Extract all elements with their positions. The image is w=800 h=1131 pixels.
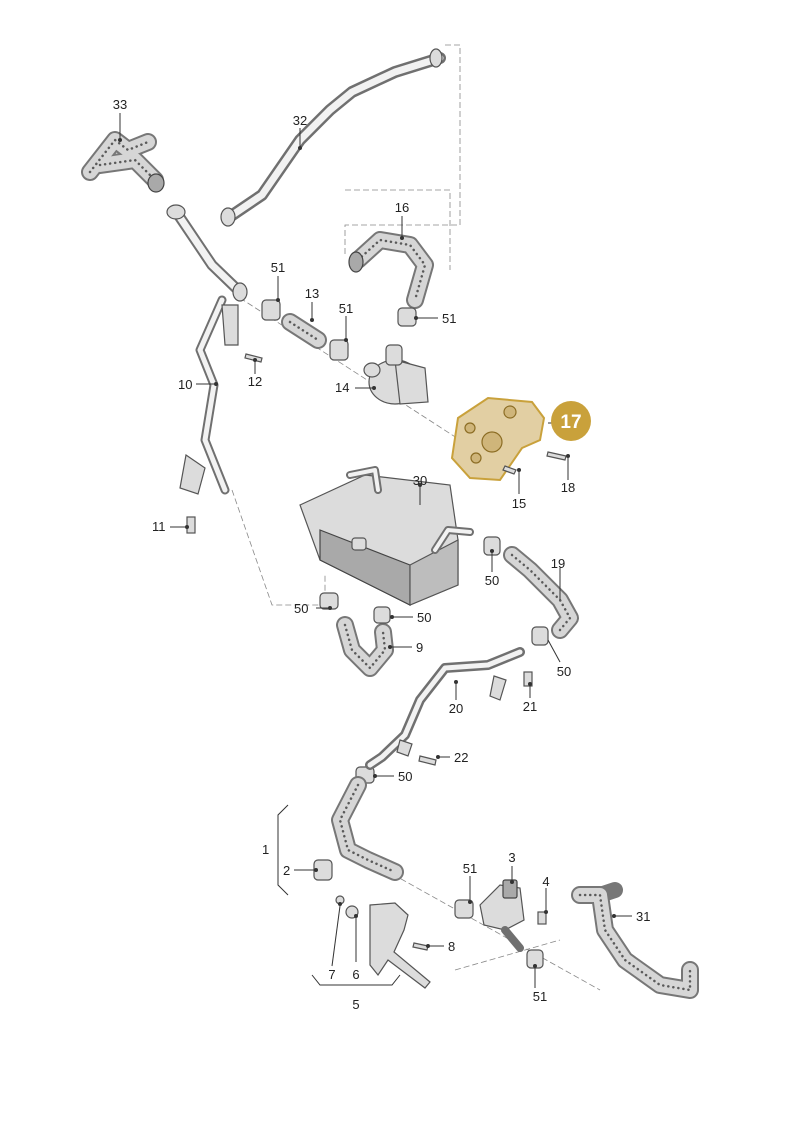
part-13-hose (281, 313, 327, 349)
callout-16: 16 (395, 200, 409, 215)
callout-50-c: 50 (417, 610, 431, 625)
part-1-hose (313, 776, 404, 881)
callout-51-c: 51 (442, 311, 456, 326)
part-17-bracket (450, 396, 546, 482)
callout-6: 6 (352, 967, 359, 982)
part-30-cooler (299, 466, 474, 606)
part-16-hose (348, 231, 434, 309)
callout-15: 15 (512, 496, 526, 511)
callout-20: 20 (449, 701, 463, 716)
clamp-51-group-top (261, 299, 417, 361)
part-31-hose (571, 882, 699, 999)
callout-17: 17 (560, 412, 581, 433)
connection-lines (231, 44, 601, 991)
arrow-tips (118, 138, 616, 968)
callout-3: 3 (508, 850, 515, 865)
callout-18: 18 (561, 480, 575, 495)
highlight-badge-17[interactable]: 17 (551, 401, 591, 441)
part-5-bracket (335, 895, 431, 989)
callout-50-d: 50 (557, 664, 571, 679)
callout-50-e: 50 (398, 769, 412, 784)
part-10-pipe (166, 204, 248, 495)
part-20-pipe (365, 647, 525, 770)
part-32-pipe (220, 48, 446, 227)
callout-50-a: 50 (485, 573, 499, 588)
leader-lines (119, 113, 632, 988)
callout-19: 19 (551, 556, 565, 571)
callout-14: 14 (335, 380, 349, 395)
screws (186, 353, 567, 951)
callout-33: 33 (113, 97, 127, 112)
callout-30: 30 (413, 473, 427, 488)
group-brackets (277, 804, 401, 986)
callout-51-e: 51 (533, 989, 547, 1004)
callout-31: 31 (636, 909, 650, 924)
callout-51-d: 51 (463, 861, 477, 876)
callout-1: 1 (262, 842, 269, 857)
callout-8: 8 (448, 939, 455, 954)
callout-51-b: 51 (339, 301, 353, 316)
callout-7: 7 (328, 967, 335, 982)
callout-51-a: 51 (271, 260, 285, 275)
callout-5: 5 (352, 997, 359, 1012)
callout-21: 21 (523, 699, 537, 714)
callout-11: 11 (152, 519, 166, 534)
callout-32: 32 (293, 113, 307, 128)
callout-9: 9 (416, 640, 423, 655)
callout-labels: 33 32 16 51 13 51 51 14 10 12 15 18 30 1… (113, 97, 651, 1012)
part-9-hose (336, 616, 394, 677)
callout-10: 10 (178, 377, 192, 392)
callout-13: 13 (305, 286, 319, 301)
callout-50-b: 50 (294, 601, 308, 616)
callout-4: 4 (542, 874, 549, 889)
part-33-hose (81, 131, 165, 193)
callout-2: 2 (283, 863, 290, 878)
part-3-valve (454, 879, 544, 969)
callout-22: 22 (454, 750, 468, 765)
part-14-pump (363, 344, 429, 405)
callout-12: 12 (248, 374, 262, 389)
